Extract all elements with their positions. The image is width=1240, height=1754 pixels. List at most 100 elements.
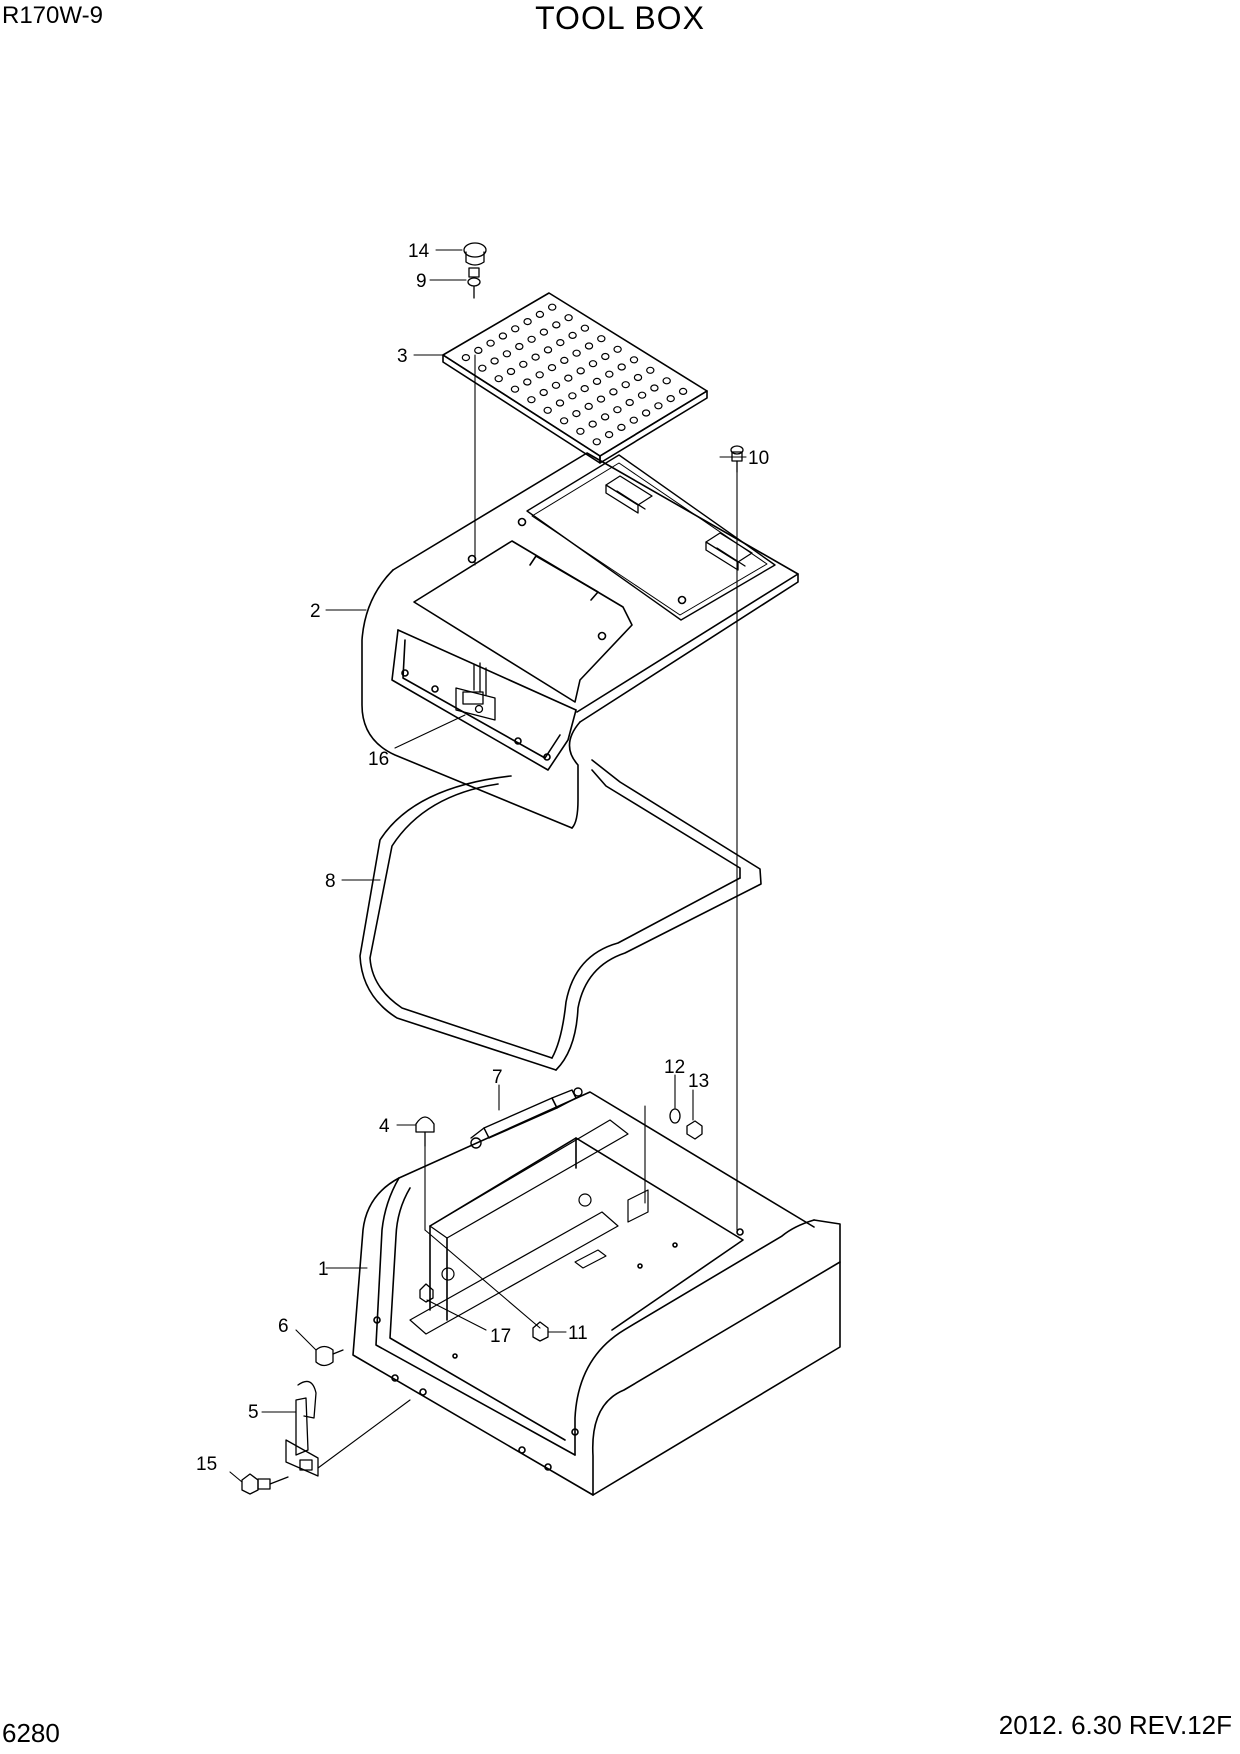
plate-hole: [629, 416, 639, 424]
tool-box-cover: [361, 452, 799, 829]
callout-13: 13: [688, 1071, 709, 1092]
plate-hole: [600, 413, 610, 421]
plate-hole: [560, 356, 569, 364]
plate-hole: [543, 406, 552, 414]
plate-hole: [564, 374, 573, 382]
callout-labels: 14 9 3 10 2 16 8 7 12 13 4 1 17 11 6 5 1…: [196, 241, 769, 1475]
plate-hole: [613, 345, 622, 353]
plate-hole: [629, 356, 639, 364]
rubber-seal: [359, 759, 762, 1071]
plate-hole: [552, 321, 561, 329]
plate-hole: [633, 373, 643, 382]
plate-hole: [666, 395, 675, 403]
callout-8: 8: [325, 871, 336, 892]
plate-hole: [621, 381, 630, 389]
plate-hole: [490, 357, 499, 365]
plate-hole: [461, 354, 471, 362]
plate-hole: [572, 410, 581, 418]
plate-hole: [568, 392, 577, 400]
plate-hole: [646, 366, 655, 374]
plate-hole: [678, 387, 688, 395]
plate-hole: [548, 303, 557, 311]
callout-3: 3: [397, 346, 408, 367]
latch-striker: [241, 1380, 319, 1495]
callout-2: 2: [310, 601, 321, 622]
plate-hole: [506, 367, 516, 376]
plate-hole: [588, 420, 597, 428]
plate-hole: [650, 384, 659, 392]
plate-hole: [609, 388, 618, 396]
plate-hole: [576, 427, 585, 435]
plate-hole: [617, 423, 626, 431]
callout-1: 1: [318, 1259, 329, 1280]
plate-hole: [641, 409, 651, 417]
plate-hole: [637, 391, 647, 399]
plate-hole: [625, 398, 634, 407]
plate-hole: [605, 370, 614, 378]
plate-hole: [502, 350, 512, 358]
callout-15: 15: [196, 1454, 217, 1475]
plate-hole: [523, 318, 532, 326]
plate-hole: [592, 438, 602, 446]
plate-hole: [543, 346, 553, 354]
callout-17: 17: [490, 1326, 511, 1347]
plate-hole: [498, 332, 508, 340]
callout-12: 12: [664, 1057, 685, 1078]
page-number: 6280: [2, 1718, 60, 1748]
plate-hole: [474, 346, 483, 354]
callout-4: 4: [379, 1116, 390, 1137]
plate-hole: [572, 349, 581, 357]
plate-hole: [551, 381, 561, 389]
plate-hole: [527, 396, 536, 404]
plate-hole: [515, 342, 524, 351]
plate-hole: [580, 385, 589, 393]
plate-hole: [556, 339, 565, 347]
plate-hole: [527, 335, 536, 343]
plate-hole: [617, 363, 626, 371]
callout-16: 16: [368, 749, 389, 770]
plate-hole: [662, 377, 671, 385]
callout-5: 5: [248, 1402, 259, 1423]
revision-date: 2012. 6.30 REV.12F: [998, 1710, 1232, 1740]
plate-hole: [588, 360, 598, 368]
plate-hole: [555, 399, 565, 407]
plate-hole: [511, 325, 520, 333]
callout-7: 7: [492, 1067, 503, 1088]
cover-hinges: [605, 475, 753, 571]
model-code: R170W-9: [2, 2, 103, 29]
callout-10: 10: [748, 448, 769, 469]
plate-hole: [580, 324, 590, 332]
plate-hole: [596, 395, 606, 403]
plate-hole: [584, 342, 594, 350]
latch-assembly: [455, 662, 496, 721]
callout-9: 9: [416, 271, 427, 292]
leader-lines: [229, 249, 747, 1483]
tool-box-body: [352, 1091, 841, 1496]
plate-hole: [539, 388, 548, 397]
gas-spring: [470, 1087, 583, 1149]
plate-hole: [613, 406, 622, 414]
plate-hole: [547, 364, 557, 372]
plate-hole: [535, 371, 544, 379]
plate-hole: [559, 417, 569, 425]
plate-hole: [592, 377, 602, 385]
plate-hole: [654, 402, 663, 410]
plate-hole: [478, 364, 487, 372]
perforated-plate: [442, 292, 708, 464]
plate-hole: [531, 353, 540, 361]
plate-hole: [597, 335, 606, 343]
fasteners: [315, 242, 744, 1367]
plate-hole: [576, 367, 585, 375]
plate-hole: [539, 328, 549, 336]
plate-hole: [510, 385, 520, 393]
plate-hole: [494, 375, 503, 383]
plate-hole: [519, 360, 528, 368]
plate-hole: [568, 331, 577, 339]
page-title: TOOL BOX: [535, 0, 705, 36]
plate-hole: [601, 352, 610, 361]
plate-hole: [523, 378, 532, 386]
plate-hole: [486, 339, 495, 347]
plate-hole: [535, 310, 545, 318]
plate-hole: [564, 314, 573, 322]
